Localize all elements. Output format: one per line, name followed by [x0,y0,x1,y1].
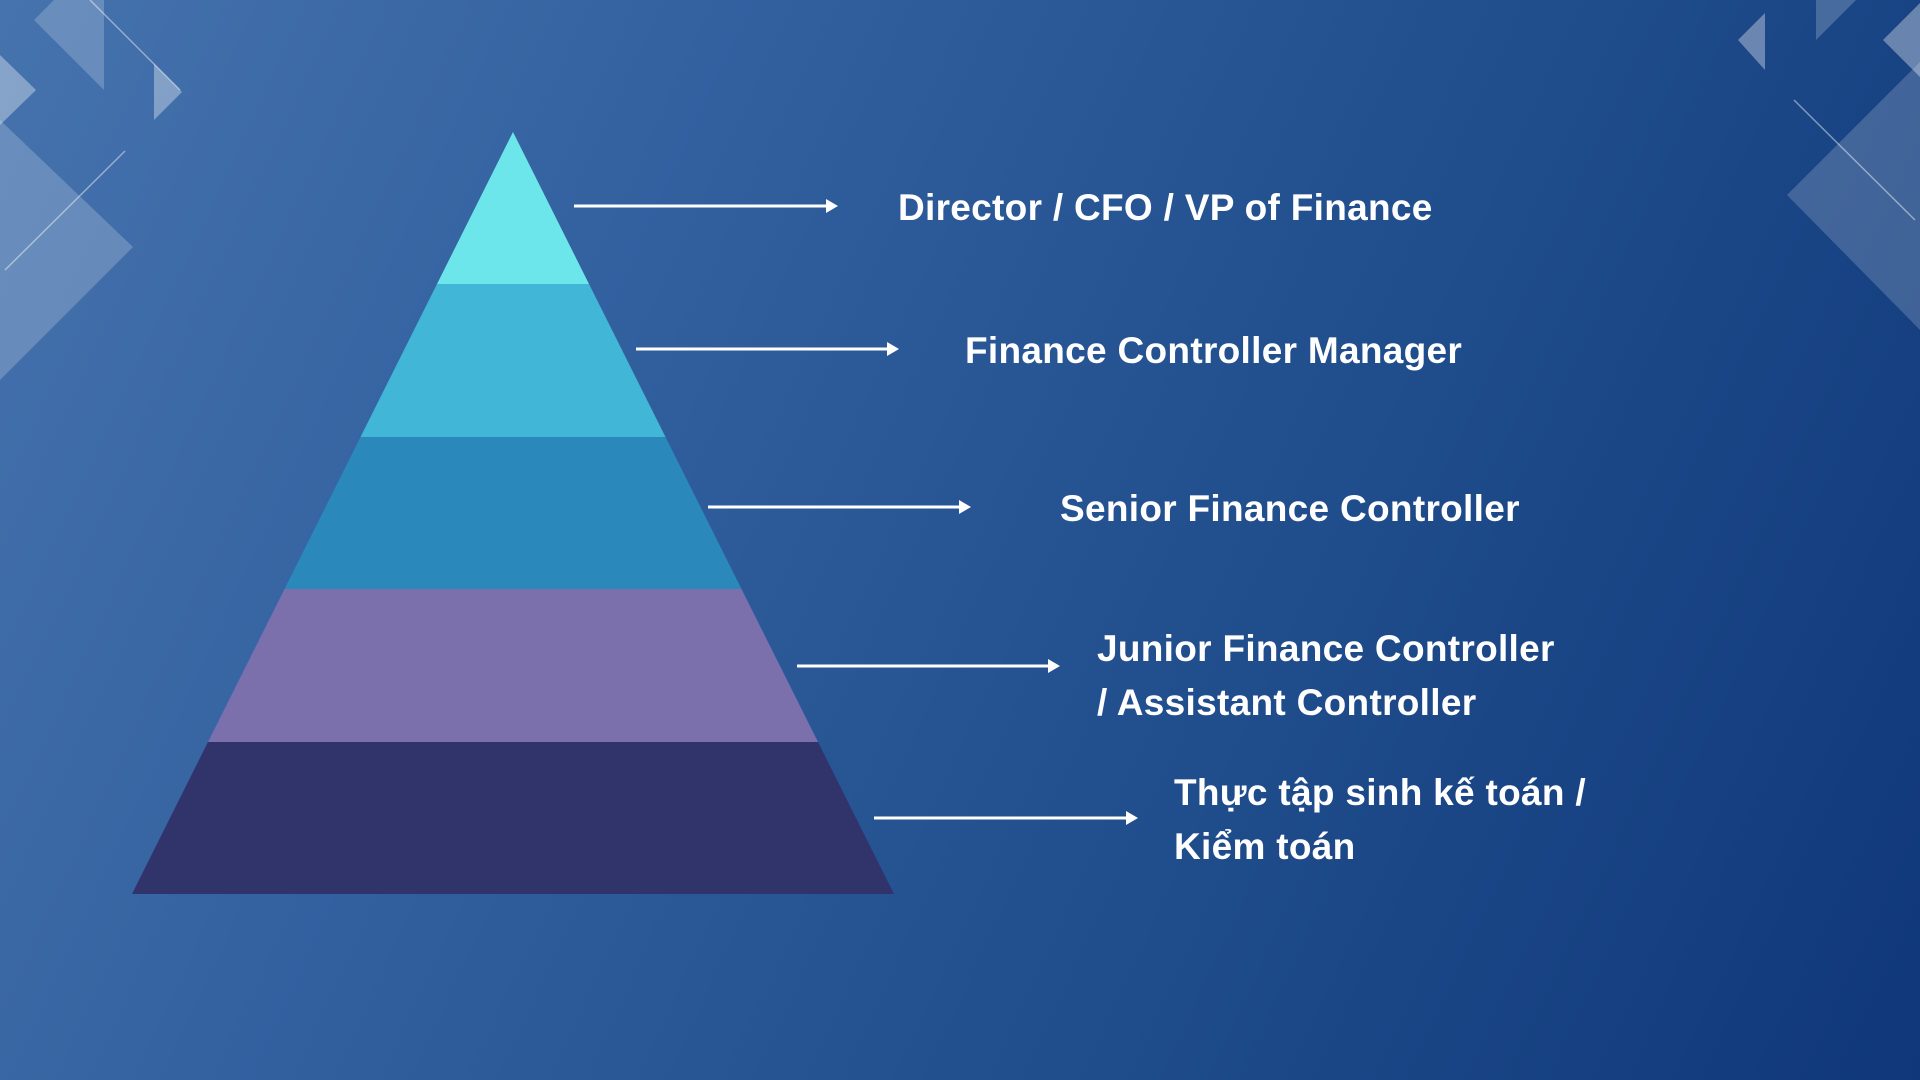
level-4-label: Junior Finance Controller / Assistant Co… [1097,622,1555,730]
decor-triangle [1816,0,1856,40]
pyramid-level-3 [132,437,894,589]
level-4-label-line-1: Junior Finance Controller [1097,628,1555,669]
arrow-icon [874,811,1138,825]
decor-triangle [154,64,182,120]
pyramid-level-5 [132,742,894,894]
level-1-label: Director / CFO / VP of Finance [898,187,1433,228]
arrow-icon [708,500,971,514]
pyramid-level-2 [132,284,894,437]
level-2-label: Finance Controller Manager [965,330,1463,371]
level-5-label: Thực tập sinh kế toán / Kiểm toán [1174,766,1586,874]
decor-diamond [1787,62,1920,330]
level-3-label: Senior Finance Controller [1060,488,1520,529]
decor-diamond [0,120,133,380]
decor-triangle [34,0,104,90]
arrow-icon [574,199,838,213]
pyramid-level-1 [132,132,894,284]
decor-triangle [1738,13,1765,70]
arrow-icon [797,659,1060,673]
level-5-label-line-1: Thực tập sinh kế toán / [1174,772,1586,813]
arrow-icon [636,342,899,356]
decor-triangle [0,55,36,125]
level-4-label-line-2: / Assistant Controller [1097,682,1477,723]
level-5-label-line-2: Kiểm toán [1174,826,1356,867]
decor-triangle [1883,3,1920,77]
